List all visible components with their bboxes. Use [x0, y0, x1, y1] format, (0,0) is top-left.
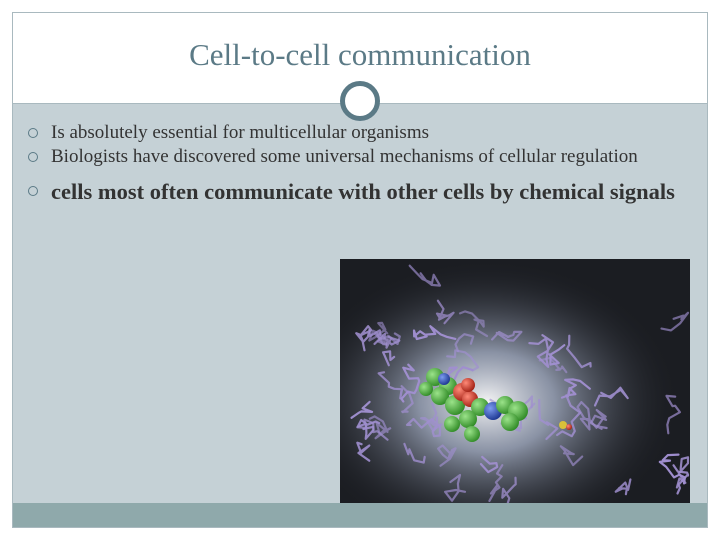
slide-title: Cell-to-cell communication — [189, 37, 531, 72]
protein-strand — [675, 456, 690, 489]
protein-strand — [356, 418, 381, 440]
protein-strand — [355, 325, 373, 352]
bullet-text: cells most often communicate with other … — [51, 179, 675, 204]
protein-strand — [658, 453, 686, 485]
bullet-item: cells most often communicate with other … — [13, 177, 693, 207]
circle-ornament-icon — [340, 81, 380, 121]
protein-strand — [382, 350, 396, 367]
protein-strand — [593, 386, 629, 407]
protein-strand — [665, 394, 681, 435]
protein-strand — [400, 363, 421, 403]
protein-strand — [444, 473, 467, 502]
bullet-circle-icon — [28, 152, 38, 162]
protein-strand — [408, 264, 442, 287]
bullet-item: Biologists have discovered some universa… — [13, 145, 693, 169]
protein-strand — [614, 478, 632, 496]
protein-strand — [660, 311, 690, 332]
protein-strand — [566, 334, 592, 369]
protein-strands — [350, 264, 690, 519]
protein-strand — [491, 330, 523, 342]
bullet-list: Is absolutely essential for multicellula… — [13, 121, 693, 207]
protein-strand — [350, 400, 374, 419]
ligand-molecule — [419, 368, 572, 442]
protein-strand — [437, 444, 457, 467]
protein-strand — [356, 441, 371, 462]
protein-strand — [368, 321, 389, 346]
bullet-text: Is absolutely essential for multicellula… — [51, 122, 429, 143]
protein-strand — [538, 398, 559, 441]
protein-strand — [446, 349, 480, 372]
footer-bar — [13, 503, 707, 527]
protein-strand — [443, 366, 474, 382]
bullet-text: Biologists have discovered some universa… — [51, 146, 638, 167]
protein-strand — [377, 371, 404, 400]
molecular-structure-image — [340, 259, 690, 519]
bullet-circle-icon — [28, 186, 38, 196]
protein-strand — [560, 378, 591, 399]
protein-strand — [479, 455, 499, 474]
protein-strand — [454, 333, 475, 353]
protein-strand — [412, 325, 457, 341]
protein-strand — [435, 299, 455, 325]
protein-strand — [458, 310, 489, 338]
protein-strand — [548, 344, 566, 366]
slide: Cell-to-cell communication Is absolutely… — [12, 12, 708, 528]
protein-strand — [528, 334, 555, 368]
protein-strand — [488, 464, 504, 502]
protein-strand — [556, 394, 582, 438]
protein-strand — [576, 401, 604, 431]
protein-strand — [405, 416, 442, 438]
bullet-item: Is absolutely essential for multicellula… — [13, 121, 693, 145]
protein-strand — [403, 442, 426, 464]
protein-strand — [559, 445, 584, 467]
protein-ligand-illustration — [340, 259, 690, 519]
bullet-circle-icon — [28, 128, 38, 138]
protein-strand — [368, 415, 392, 440]
